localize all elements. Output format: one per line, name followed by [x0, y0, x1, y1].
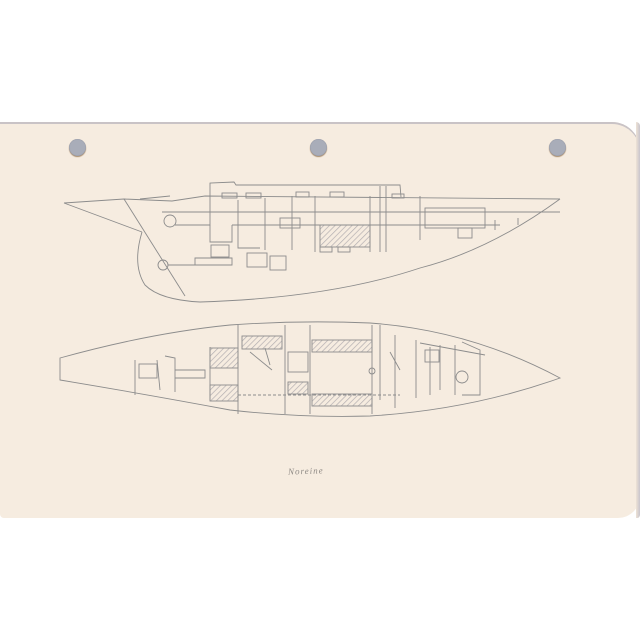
- punch-hole-left: [69, 139, 86, 156]
- drawing-caption: Noreine: [287, 465, 324, 477]
- punch-hole-right: [549, 139, 566, 156]
- plan-view: [59, 321, 562, 417]
- profile-view: [63, 181, 561, 303]
- paper-sheet: [0, 122, 640, 518]
- punch-hole-center: [310, 139, 327, 156]
